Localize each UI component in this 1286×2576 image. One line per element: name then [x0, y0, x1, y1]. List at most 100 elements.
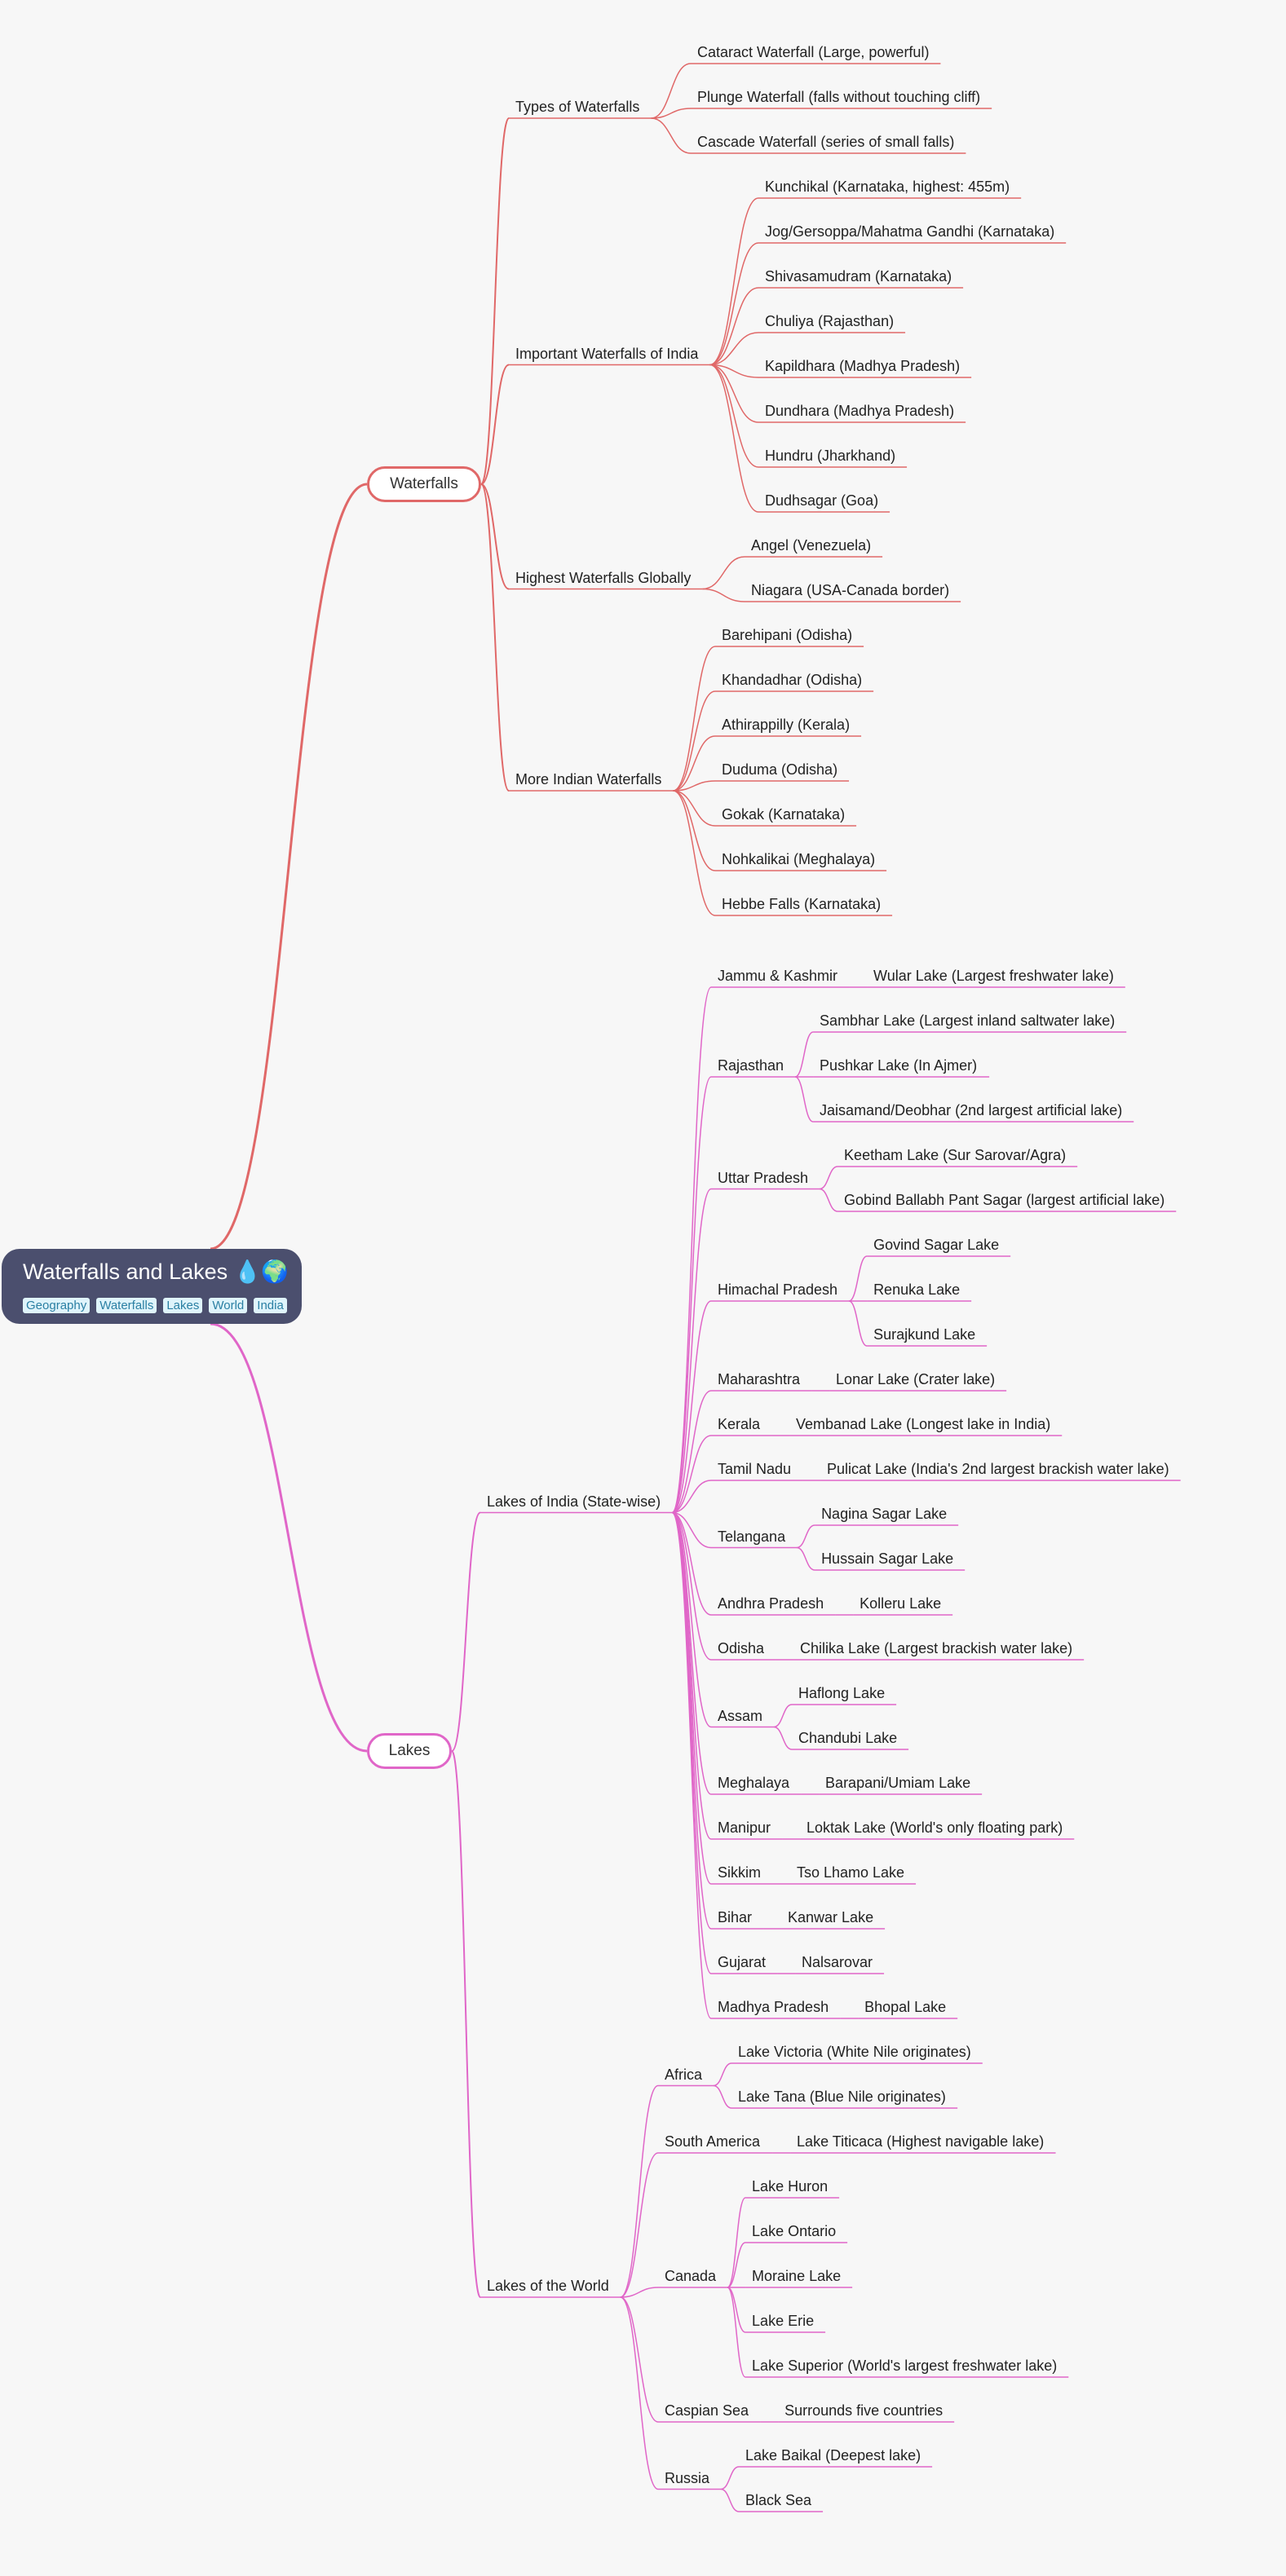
leaf-lake-erie[interactable]: Lake Erie	[752, 2313, 815, 2329]
tag-lakes[interactable]: Lakes	[163, 1298, 203, 1313]
leaf-lake-victoria-white-nile-originates[interactable]: Lake Victoria (White Nile originates)	[738, 2044, 971, 2060]
connector-line	[727, 2287, 746, 2378]
group-jammu-kashmir[interactable]: Jammu & Kashmir	[718, 968, 838, 984]
leaf-shivasamudram-karnataka[interactable]: Shivasamudram (Karnataka)	[765, 268, 952, 285]
leaf-duduma-odisha[interactable]: Duduma (Odisha)	[722, 761, 838, 778]
leaf-lonar-lake-crater-lake[interactable]: Lonar Lake (Crater lake)	[836, 1371, 996, 1387]
leaf-kunchikal-karnataka-highest-455m[interactable]: Kunchikal (Karnataka, highest: 455m)	[765, 179, 1010, 195]
group-kerala[interactable]: Kerala	[718, 1416, 761, 1432]
leaf-loktak-lake-world-s-only-floating-park[interactable]: Loktak Lake (World's only floating park)	[807, 1820, 1063, 1836]
connector-line	[210, 483, 368, 1251]
group-madhya-pradesh[interactable]: Madhya Pradesh	[718, 1999, 829, 2015]
leaf-tso-lhamo-lake[interactable]: Tso Lhamo Lake	[796, 1864, 905, 1881]
leaf-lake-tana-blue-nile-originates[interactable]: Lake Tana (Blue Nile originates)	[738, 2089, 946, 2105]
branch-lakes[interactable]: Lakes	[367, 1733, 452, 1769]
group-sikkim[interactable]: Sikkim	[718, 1864, 761, 1881]
leaf-cascade-waterfall-series-of-small-falls[interactable]: Cascade Waterfall (series of small falls…	[697, 134, 955, 150]
leaf-chilika-lake-largest-brackish-water-lake[interactable]: Chilika Lake (Largest brackish water lak…	[800, 1640, 1073, 1656]
leaf-hebbe-falls-karnataka[interactable]: Hebbe Falls (Karnataka)	[722, 896, 882, 912]
group-bihar[interactable]: Bihar	[718, 1909, 753, 1925]
leaf-surajkund-lake[interactable]: Surajkund Lake	[873, 1326, 976, 1343]
leaf-angel-venezuela[interactable]: Angel (Venezuela)	[751, 537, 872, 554]
group-andhra-pradesh[interactable]: Andhra Pradesh	[718, 1595, 824, 1612]
leaf-dundhara-madhya-pradesh[interactable]: Dundhara (Madhya Pradesh)	[765, 403, 955, 419]
topic-lakes-of-the-world[interactable]: Lakes of the World	[487, 2278, 609, 2294]
group-odisha[interactable]: Odisha	[718, 1640, 765, 1656]
group-assam[interactable]: Assam	[718, 1707, 763, 1724]
leaf-niagara-usa-canada-border[interactable]: Niagara (USA-Canada border)	[751, 582, 950, 598]
group-meghalaya[interactable]: Meghalaya	[718, 1775, 790, 1791]
leaf-lake-superior-world-s-largest-freshwater-lake[interactable]: Lake Superior (World's largest freshwate…	[752, 2358, 1058, 2374]
leaf-pulicat-lake-india-s-2nd-largest-brackish-water-lake[interactable]: Pulicat Lake (India's 2nd largest bracki…	[827, 1461, 1169, 1477]
group-telangana[interactable]: Telangana	[718, 1528, 786, 1545]
root-node[interactable]: Waterfalls and Lakes 💧🌍 Geography Waterf…	[2, 1249, 302, 1324]
group-south-america[interactable]: South America	[665, 2133, 761, 2150]
leaf-barehipani-odisha[interactable]: Barehipani (Odisha)	[722, 627, 853, 643]
leaf-surrounds-five-countries[interactable]: Surrounds five countries	[784, 2402, 944, 2419]
leaf-bhopal-lake[interactable]: Bhopal Lake	[864, 1999, 947, 2015]
tag-waterfalls[interactable]: Waterfalls	[96, 1298, 157, 1313]
leaf-plunge-waterfall-falls-without-touching-cliff[interactable]: Plunge Waterfall (falls without touching…	[697, 89, 981, 105]
leaf-nohkalikai-meghalaya[interactable]: Nohkalikai (Meghalaya)	[722, 851, 876, 867]
topic-highest-waterfalls-globally[interactable]: Highest Waterfalls Globally	[515, 569, 692, 586]
topic-types-of-waterfalls[interactable]: Types of Waterfalls	[515, 99, 640, 115]
connector-line	[794, 1076, 814, 1123]
group-maharashtra[interactable]: Maharashtra	[718, 1371, 801, 1387]
leaf-wular-lake-largest-freshwater-lake[interactable]: Wular Lake (Largest freshwater lake)	[873, 968, 1114, 984]
leaf-cataract-waterfall-large-powerful[interactable]: Cataract Waterfall (Large, powerful)	[697, 44, 930, 60]
leaf-gokak-karnataka[interactable]: Gokak (Karnataka)	[722, 806, 846, 823]
group-himachal-pradesh[interactable]: Himachal Pradesh	[718, 1281, 838, 1298]
leaf-haflong-lake[interactable]: Haflong Lake	[798, 1685, 886, 1701]
leaf-vembanad-lake-longest-lake-in-india[interactable]: Vembanad Lake (Longest lake in India)	[796, 1416, 1051, 1432]
group-canada[interactable]: Canada	[665, 2268, 717, 2284]
connector-line	[796, 1524, 815, 1549]
tag-world[interactable]: World	[209, 1298, 248, 1313]
topic-more-indian-waterfalls[interactable]: More Indian Waterfalls	[515, 771, 662, 787]
leaf-jog-gersoppa-mahatma-gandhi-karnataka[interactable]: Jog/Gersoppa/Mahatma Gandhi (Karnataka)	[765, 223, 1055, 240]
connector-line	[671, 986, 712, 1514]
leaf-lake-huron[interactable]: Lake Huron	[752, 2178, 829, 2194]
group-caspian-sea[interactable]: Caspian Sea	[665, 2402, 749, 2419]
leaf-sambhar-lake-largest-inland-saltwater-lake[interactable]: Sambhar Lake (Largest inland saltwater l…	[820, 1012, 1116, 1029]
leaf-barapani-umiam-lake[interactable]: Barapani/Umiam Lake	[825, 1775, 971, 1791]
leaf-hundru-jharkhand[interactable]: Hundru (Jharkhand)	[765, 448, 896, 464]
leaf-keetham-lake-sur-sarovar-agra[interactable]: Keetham Lake (Sur Sarovar/Agra)	[844, 1147, 1067, 1163]
leaf-athirappilly-kerala[interactable]: Athirappilly (Kerala)	[722, 717, 851, 733]
group-uttar-pradesh[interactable]: Uttar Pradesh	[718, 1169, 809, 1186]
group-rajasthan[interactable]: Rajasthan	[718, 1057, 784, 1074]
connector-line	[672, 1480, 712, 1514]
leaf-chuliya-rajasthan[interactable]: Chuliya (Rajasthan)	[765, 313, 895, 329]
leaf-pushkar-lake-in-ajmer[interactable]: Pushkar Lake (In Ajmer)	[820, 1057, 978, 1074]
leaf-lake-titicaca-highest-navigable-lake[interactable]: Lake Titicaca (Highest navigable lake)	[797, 2133, 1045, 2150]
tag-geography[interactable]: Geography	[23, 1298, 91, 1313]
leaf-kapildhara-madhya-pradesh[interactable]: Kapildhara (Madhya Pradesh)	[765, 358, 961, 374]
topic-important-waterfalls-of-india[interactable]: Important Waterfalls of India	[515, 345, 699, 362]
leaf-govind-sagar-lake[interactable]: Govind Sagar Lake	[873, 1237, 1000, 1253]
leaf-lake-ontario[interactable]: Lake Ontario	[752, 2223, 837, 2239]
leaf-hussain-sagar-lake[interactable]: Hussain Sagar Lake	[821, 1550, 954, 1567]
leaf-chandubi-lake[interactable]: Chandubi Lake	[798, 1730, 898, 1746]
topic-lakes-of-india-state-wise[interactable]: Lakes of India (State-wise)	[487, 1493, 661, 1510]
leaf-kanwar-lake[interactable]: Kanwar Lake	[788, 1909, 874, 1925]
leaf-moraine-lake[interactable]: Moraine Lake	[752, 2268, 842, 2284]
leaf-nagina-sagar-lake[interactable]: Nagina Sagar Lake	[821, 1506, 948, 1522]
connector-line	[673, 790, 716, 871]
group-tamil-nadu[interactable]: Tamil Nadu	[718, 1461, 792, 1477]
leaf-black-sea[interactable]: Black Sea	[745, 2492, 812, 2508]
branch-waterfalls[interactable]: Waterfalls	[367, 466, 481, 502]
leaf-dudhsagar-goa[interactable]: Dudhsagar (Goa)	[765, 492, 879, 509]
leaf-kolleru-lake[interactable]: Kolleru Lake	[860, 1595, 942, 1612]
leaf-lake-baikal-deepest-lake[interactable]: Lake Baikal (Deepest lake)	[745, 2447, 921, 2464]
tag-india[interactable]: India	[254, 1298, 287, 1313]
group-gujarat[interactable]: Gujarat	[718, 1954, 767, 1970]
connector-line	[480, 483, 510, 792]
group-russia[interactable]: Russia	[665, 2469, 710, 2486]
leaf-jaisamand-deobhar-2nd-largest-artificial-lake[interactable]: Jaisamand/Deobhar (2nd largest artificia…	[820, 1102, 1123, 1118]
group-africa[interactable]: Africa	[665, 2066, 703, 2083]
leaf-nalsarovar[interactable]: Nalsarovar	[802, 1954, 873, 1970]
leaf-gobind-ballabh-pant-sagar-largest-artificial-lake[interactable]: Gobind Ballabh Pant Sagar (largest artif…	[844, 1192, 1165, 1208]
leaf-renuka-lake[interactable]: Renuka Lake	[873, 1281, 961, 1298]
group-manipur[interactable]: Manipur	[718, 1820, 771, 1836]
connector-line	[671, 1435, 712, 1514]
leaf-khandadhar-odisha[interactable]: Khandadhar (Odisha)	[722, 672, 863, 688]
